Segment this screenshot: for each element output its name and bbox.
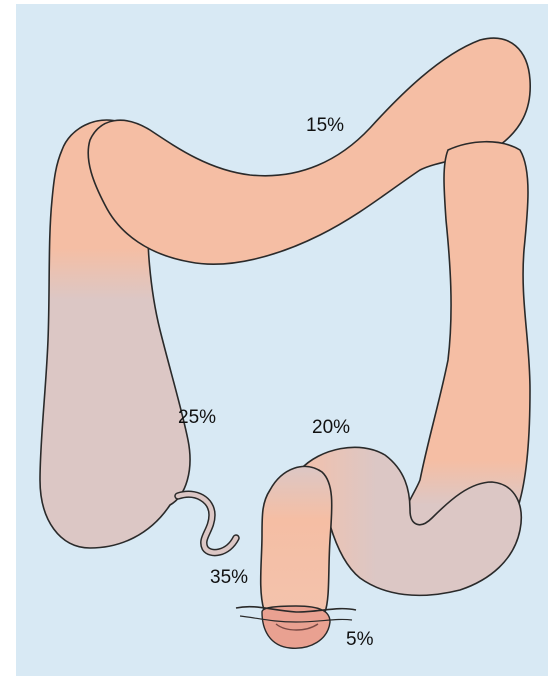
label-rectosigmoid: 35% [210,568,248,587]
label-sigmoid-top: 20% [312,418,350,437]
label-rectum: 5% [346,630,373,649]
label-transverse: 15% [306,116,344,135]
rectum-segment [261,466,332,617]
label-ascending: 25% [178,408,216,427]
